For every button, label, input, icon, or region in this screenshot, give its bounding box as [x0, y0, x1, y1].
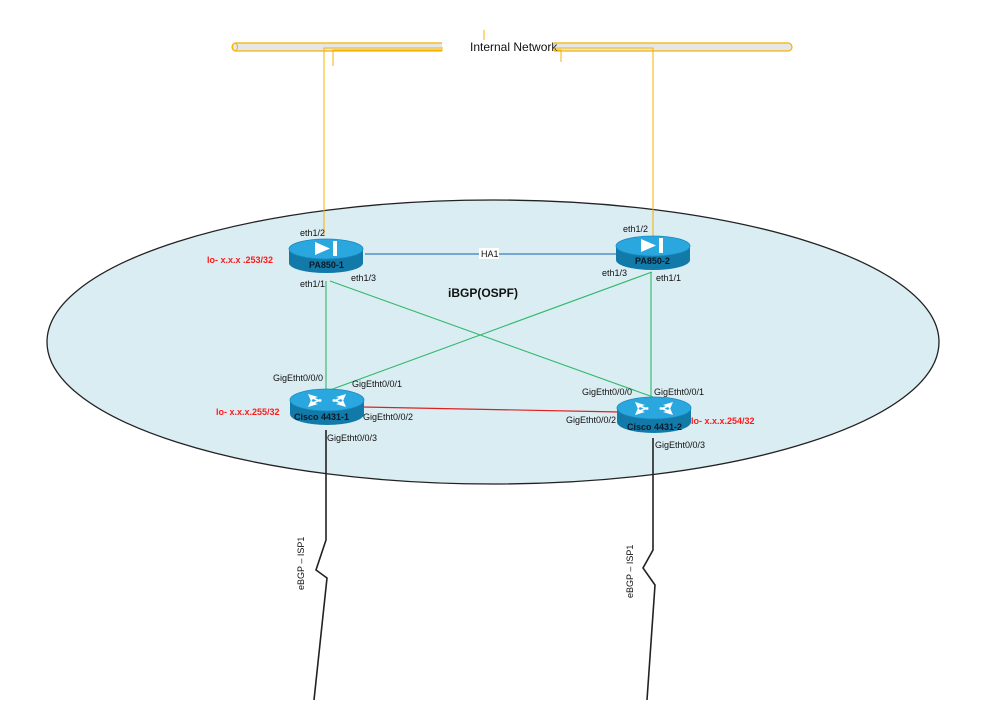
firewall-pa850-2[interactable]: PA850-2	[615, 235, 691, 270]
fw1-port-bottom: eth1/1	[300, 279, 325, 289]
router-cisco-4431-2[interactable]: Cisco 4431-2	[616, 396, 692, 433]
wan-link-r1	[313, 430, 328, 701]
r2-port-2: GigEtht0/0/2	[566, 415, 616, 425]
wan2-label: eBGP – ISP1	[625, 545, 635, 598]
network-link-fw1	[323, 47, 443, 235]
router-icon	[635, 402, 673, 415]
fw2-port-left: eth1/3	[602, 268, 627, 278]
firewall-pa850-1[interactable]: PA850-1	[288, 238, 364, 273]
wan1-label: eBGP – ISP1	[296, 537, 306, 590]
r1-port-0: GigEtht0/0/0	[273, 373, 323, 383]
r1-port-2: GigEtht0/0/2	[363, 412, 413, 422]
mesh-links	[325, 271, 654, 398]
r2-loopback: lo- x.x.x.254/32	[691, 416, 755, 426]
r1-loopback: lo- x.x.x.255/32	[216, 407, 280, 417]
r1-name: Cisco 4431-1	[294, 412, 349, 422]
fw1-port-top: eth1/2	[300, 228, 325, 238]
fw2-port-top: eth1/2	[623, 224, 648, 234]
r2-name: Cisco 4431-2	[627, 422, 682, 432]
link-fw1-r2	[329, 280, 654, 398]
wan-link-r2	[642, 438, 656, 701]
link-fw2-r1	[329, 271, 653, 391]
ibgp-zone	[46, 199, 940, 485]
ha1-link-label: HA1	[481, 249, 499, 259]
r1-port-1: GigEtht0/0/1	[352, 379, 402, 389]
link-r1-r2	[361, 406, 621, 413]
r2-port-1: GigEtht0/0/1	[654, 387, 704, 397]
r2-port-0: GigEtht0/0/0	[582, 387, 632, 397]
internal-network-segment	[231, 30, 793, 54]
firewall-icon	[641, 238, 663, 253]
ibgp-zone-label: iBGP(OSPF)	[448, 286, 518, 300]
firewall-icon	[315, 241, 337, 256]
internal-network-label: Internal Network	[470, 40, 558, 54]
r1-port-3: GigEtht0/0/3	[327, 433, 377, 443]
fw1-port-right: eth1/3	[351, 273, 376, 283]
router-cisco-4431-1[interactable]: Cisco 4431-1	[289, 388, 365, 425]
router-icon	[308, 394, 346, 407]
fw1-name: PA850-1	[309, 260, 344, 270]
fw2-name: PA850-2	[635, 256, 670, 266]
r2-port-3: GigEtht0/0/3	[655, 440, 705, 450]
fw2-port-bottom: eth1/1	[656, 273, 681, 283]
network-link-fw2	[554, 47, 654, 236]
fw1-loopback: lo- x.x.x .253/32	[207, 255, 273, 265]
